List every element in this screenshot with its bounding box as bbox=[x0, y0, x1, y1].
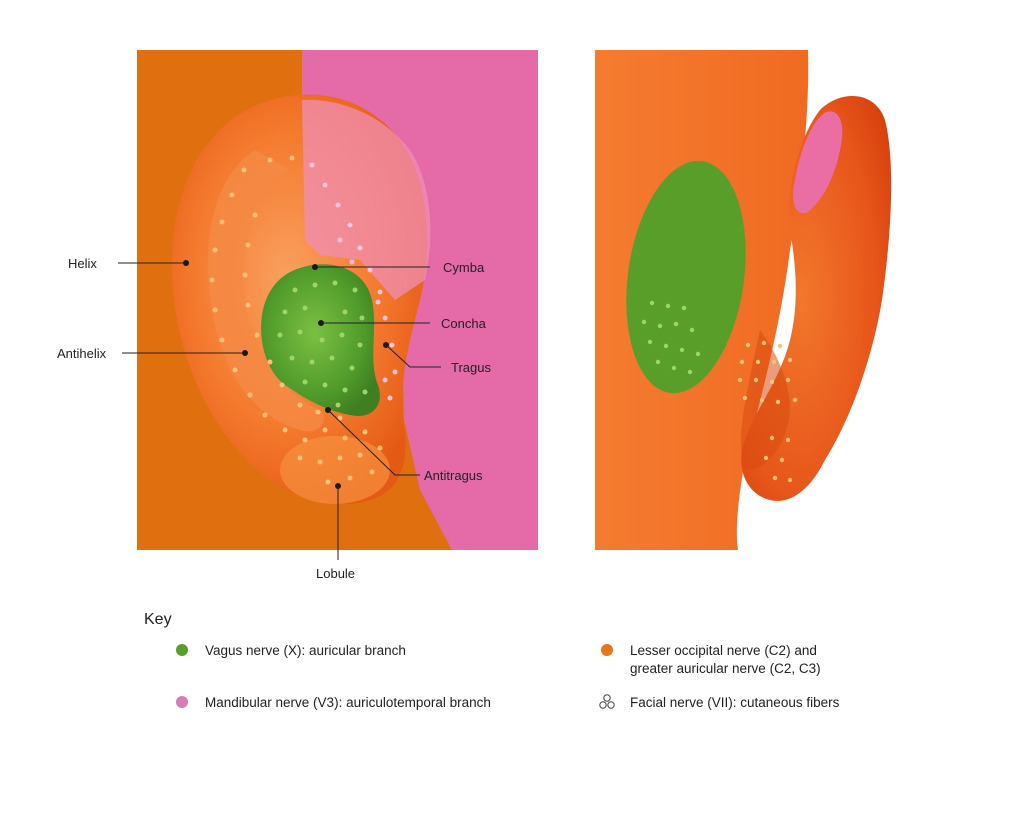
lobule-shape bbox=[280, 436, 390, 504]
legend-occipital-swatch bbox=[601, 644, 613, 656]
antihelix-label: Antihelix bbox=[57, 346, 107, 361]
auriculotemporal-dots bbox=[309, 162, 398, 401]
vagus-dots bbox=[277, 280, 368, 408]
legend-mandibular-label: Mandibular nerve (V3): auriculotemporal … bbox=[205, 695, 491, 710]
pinna-fold-shadow bbox=[740, 330, 790, 470]
side-vagus-dots bbox=[641, 300, 701, 375]
helix-label: Helix bbox=[68, 256, 97, 271]
legend-vagus-label: Vagus nerve (X): auricular branch bbox=[205, 643, 406, 658]
legend-occipital-label-line2: greater auricular nerve (C2, C3) bbox=[630, 661, 821, 676]
pinna-pink-region bbox=[793, 111, 843, 214]
tragus-label: Tragus bbox=[451, 360, 491, 375]
antihelix-ridge bbox=[207, 150, 324, 432]
leader-lines bbox=[118, 262, 441, 560]
lesser-occipital-dots bbox=[209, 155, 383, 485]
antitragus-leader bbox=[327, 409, 420, 476]
lobule-label: Lobule bbox=[316, 566, 355, 581]
concha-label: Concha bbox=[441, 316, 487, 331]
side-view-panel bbox=[595, 50, 892, 550]
tragus-leader bbox=[385, 344, 441, 368]
legend-facial-label: Facial nerve (VII): cutaneous fibers bbox=[630, 695, 840, 710]
antitragus-label: Antitragus bbox=[424, 468, 483, 483]
front-view-panel bbox=[137, 50, 538, 550]
cymba-label: Cymba bbox=[443, 260, 485, 275]
legend: Key Vagus nerve (X): auricular branch Ma… bbox=[144, 611, 840, 710]
ear-upper-pink-region bbox=[302, 99, 431, 300]
legend-mandibular-swatch bbox=[176, 696, 188, 708]
legend-vagus-swatch bbox=[176, 644, 188, 656]
legend-facial-trefoil-icon bbox=[599, 694, 615, 709]
side-occipital-dots bbox=[737, 340, 798, 483]
legend-title: Key bbox=[144, 611, 172, 628]
legend-occipital-label-line1: Lesser occipital nerve (C2) and bbox=[630, 643, 817, 658]
vagus-mastoid-region bbox=[626, 160, 746, 394]
